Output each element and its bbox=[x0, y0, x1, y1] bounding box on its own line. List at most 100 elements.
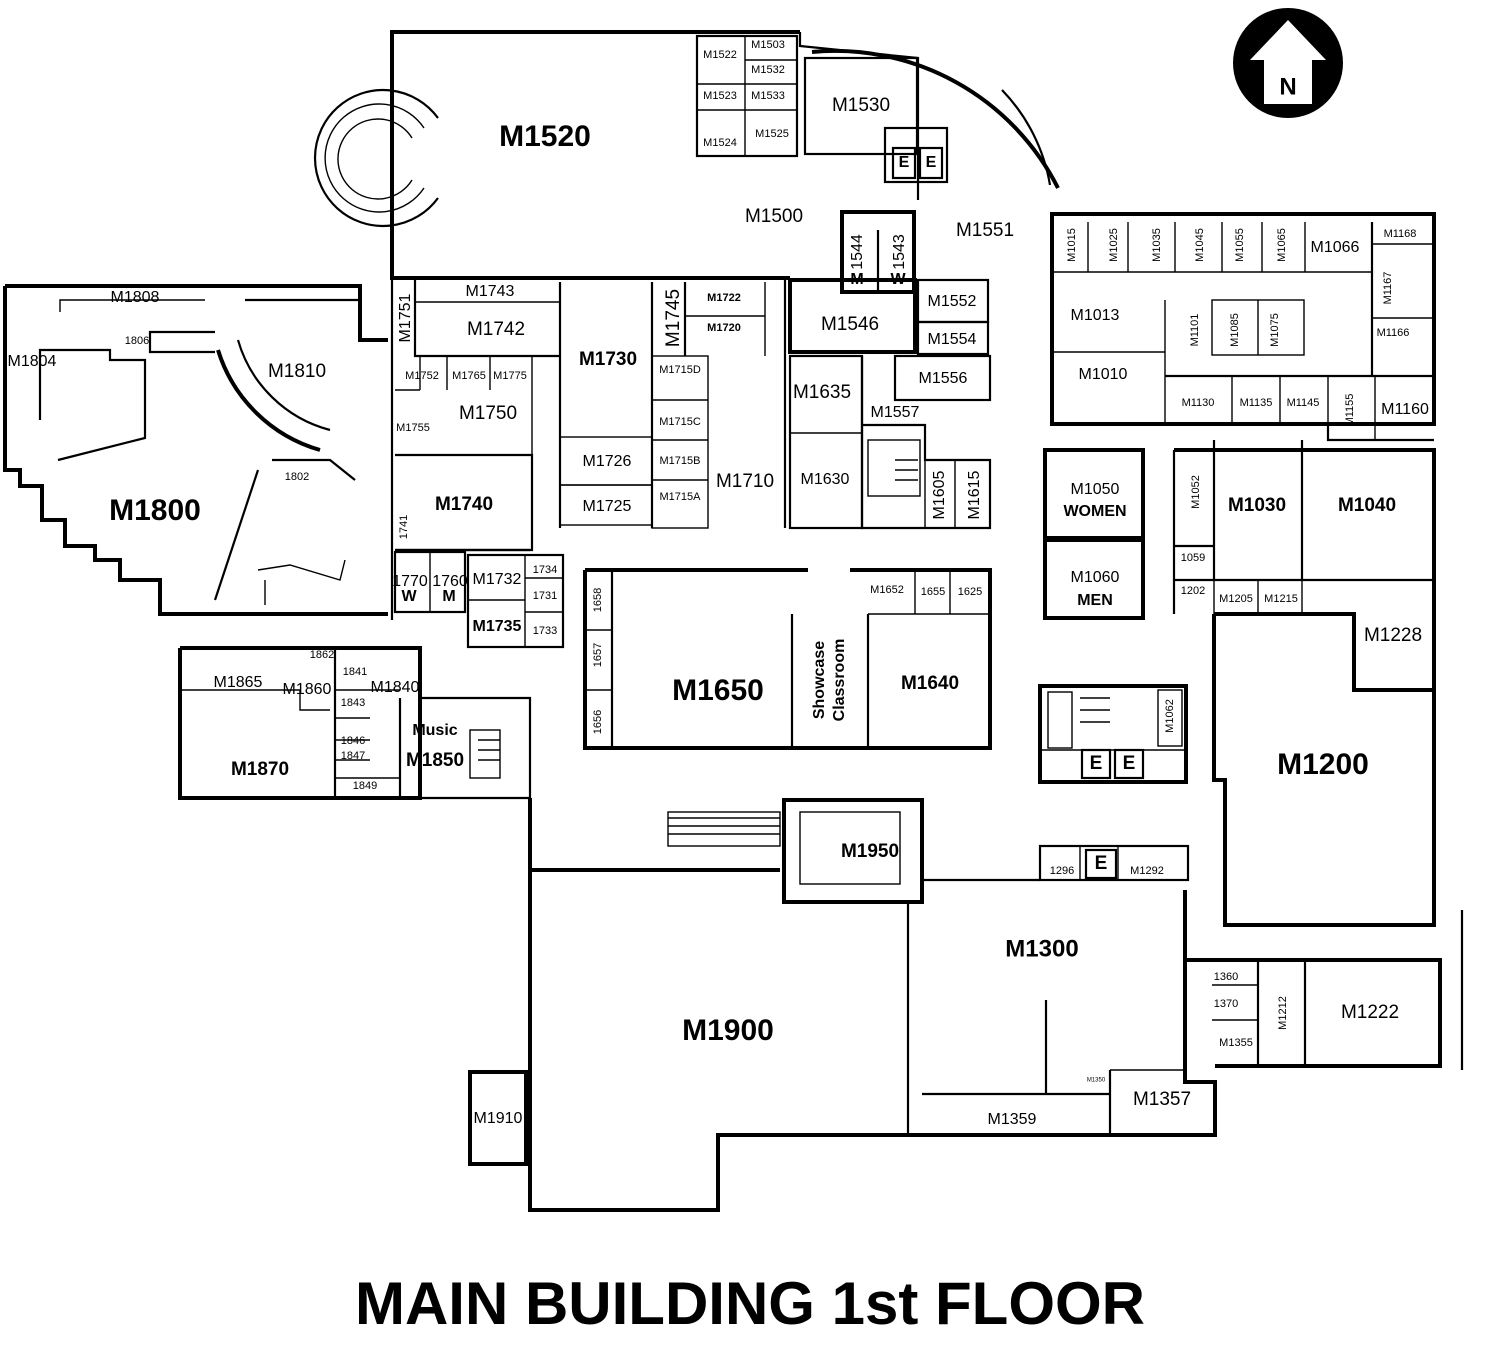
stair-hatching bbox=[478, 459, 1110, 835]
room-m1522: M1522 bbox=[703, 49, 737, 61]
room-m1715d: M1715D bbox=[659, 364, 701, 376]
room-m1523: M1523 bbox=[703, 90, 737, 102]
room-m1059: 1059 bbox=[1181, 552, 1205, 564]
room-m1808: M1808 bbox=[111, 289, 160, 306]
room-labels: M1520 M1522 M1503 M1532 M1523 M1533 M152… bbox=[8, 39, 1429, 1128]
room-m1030: M1030 bbox=[1228, 495, 1286, 516]
room-m1635: M1635 bbox=[793, 382, 851, 403]
room-m1556: M1556 bbox=[919, 370, 968, 387]
room-m1806: 1806 bbox=[125, 335, 149, 347]
room-m1625: 1625 bbox=[958, 586, 982, 598]
north-arrow-icon bbox=[1250, 20, 1326, 104]
room-m1145: M1145 bbox=[1287, 397, 1320, 409]
room-m1552: M1552 bbox=[928, 293, 977, 310]
room-m1760: 1760 bbox=[432, 573, 468, 590]
room-m1065: M1065 bbox=[1276, 228, 1288, 262]
room-m1350: M1350 bbox=[1087, 1078, 1106, 1084]
room-m1770: 1770 bbox=[392, 573, 428, 590]
room-m1101: M1101 bbox=[1189, 314, 1201, 347]
room-m1742: M1742 bbox=[467, 319, 525, 340]
classroom-label: Classroom bbox=[831, 639, 848, 722]
room-m1543: 1543 bbox=[891, 234, 908, 270]
room-m1725: M1725 bbox=[583, 498, 632, 515]
room-m1015: M1015 bbox=[1066, 228, 1078, 262]
room-m1734: 1734 bbox=[533, 564, 557, 576]
room-m1168: M1168 bbox=[1384, 228, 1417, 240]
elevator-c1: E bbox=[1090, 753, 1103, 774]
room-m1740: M1740 bbox=[435, 494, 493, 515]
men-label: MEN bbox=[1077, 592, 1113, 609]
women-label: WOMEN bbox=[1063, 503, 1126, 520]
room-m1520: M1520 bbox=[499, 120, 591, 153]
room-m1843: 1843 bbox=[341, 697, 365, 709]
room-m1040: M1040 bbox=[1338, 495, 1396, 516]
room-m1010: M1010 bbox=[1079, 366, 1128, 383]
room-m1615: M1615 bbox=[966, 470, 983, 519]
room-m1503: M1503 bbox=[751, 39, 785, 51]
room-m1652: M1652 bbox=[870, 584, 904, 596]
room-m1715a: M1715A bbox=[660, 491, 702, 503]
room-m1544: 1544 bbox=[849, 234, 866, 270]
room-m1532: M1532 bbox=[751, 64, 785, 76]
room-m1847: 1847 bbox=[341, 750, 365, 762]
room-m1733: 1733 bbox=[533, 625, 557, 637]
restroom-women-1770: W bbox=[401, 588, 417, 605]
room-m1741: 1741 bbox=[398, 515, 410, 539]
room-m1850: M1850 bbox=[406, 750, 464, 771]
room-m1802: 1802 bbox=[285, 471, 309, 483]
compass-letter: N bbox=[1279, 73, 1296, 100]
room-m1846: 1846 bbox=[341, 735, 365, 747]
room-m1130: M1130 bbox=[1182, 397, 1215, 409]
elevator-s: E bbox=[1095, 853, 1108, 874]
room-m1035: M1035 bbox=[1151, 228, 1163, 262]
room-m1546: M1546 bbox=[821, 314, 879, 335]
room-m1554: M1554 bbox=[928, 331, 977, 348]
room-m1950: M1950 bbox=[841, 841, 899, 862]
room-m1160: M1160 bbox=[1381, 401, 1429, 418]
room-m1155: M1155 bbox=[1344, 394, 1356, 427]
room-m1202: 1202 bbox=[1181, 585, 1205, 597]
room-m1524: M1524 bbox=[703, 137, 737, 149]
room-m1360: 1360 bbox=[1214, 971, 1238, 983]
room-m1750: M1750 bbox=[459, 403, 517, 424]
room-m1910: M1910 bbox=[474, 1110, 523, 1127]
room-m1300: M1300 bbox=[1005, 935, 1078, 962]
room-m1732: M1732 bbox=[473, 571, 522, 588]
room-m1710: M1710 bbox=[716, 471, 774, 492]
room-m1752: M1752 bbox=[405, 370, 439, 382]
room-m1731: 1731 bbox=[533, 590, 557, 602]
room-m1860: M1860 bbox=[283, 681, 332, 698]
compass: N bbox=[1233, 8, 1343, 118]
room-m1656: 1656 bbox=[592, 710, 604, 734]
room-m1200: M1200 bbox=[1277, 748, 1369, 781]
room-m1765: M1765 bbox=[452, 370, 486, 382]
room-m1755: M1755 bbox=[396, 422, 430, 434]
room-m1052: M1052 bbox=[1190, 475, 1202, 509]
room-m1066: M1066 bbox=[1311, 239, 1360, 256]
room-m1045: M1045 bbox=[1194, 228, 1206, 262]
room-m1715b: M1715B bbox=[660, 455, 701, 467]
room-m1500: M1500 bbox=[745, 206, 803, 227]
room-m1212: M1212 bbox=[1277, 996, 1289, 1030]
room-m1135: M1135 bbox=[1240, 397, 1273, 409]
room-m1075: M1075 bbox=[1269, 313, 1281, 347]
room-m1810: M1810 bbox=[268, 361, 326, 382]
room-m1743: M1743 bbox=[466, 283, 515, 300]
room-m1025: M1025 bbox=[1108, 228, 1120, 262]
room-m1013: M1013 bbox=[1071, 307, 1120, 324]
restroom-women-north: W bbox=[890, 271, 906, 288]
building-walls bbox=[3, 30, 1464, 1212]
room-m1650: M1650 bbox=[672, 674, 764, 707]
room-m1840: M1840 bbox=[371, 679, 420, 696]
room-m1525: M1525 bbox=[755, 128, 789, 140]
room-m1222: M1222 bbox=[1341, 1002, 1399, 1023]
restroom-men-north: M bbox=[850, 271, 863, 288]
room-m1658: 1658 bbox=[592, 588, 604, 612]
room-m1865: M1865 bbox=[214, 674, 263, 691]
room-m1557: M1557 bbox=[871, 404, 920, 421]
room-m1841: 1841 bbox=[343, 666, 367, 678]
room-m1370: 1370 bbox=[1214, 998, 1238, 1010]
room-m1730: M1730 bbox=[579, 349, 637, 370]
room-m1862: 1862 bbox=[310, 649, 334, 661]
elevators bbox=[891, 146, 1145, 880]
